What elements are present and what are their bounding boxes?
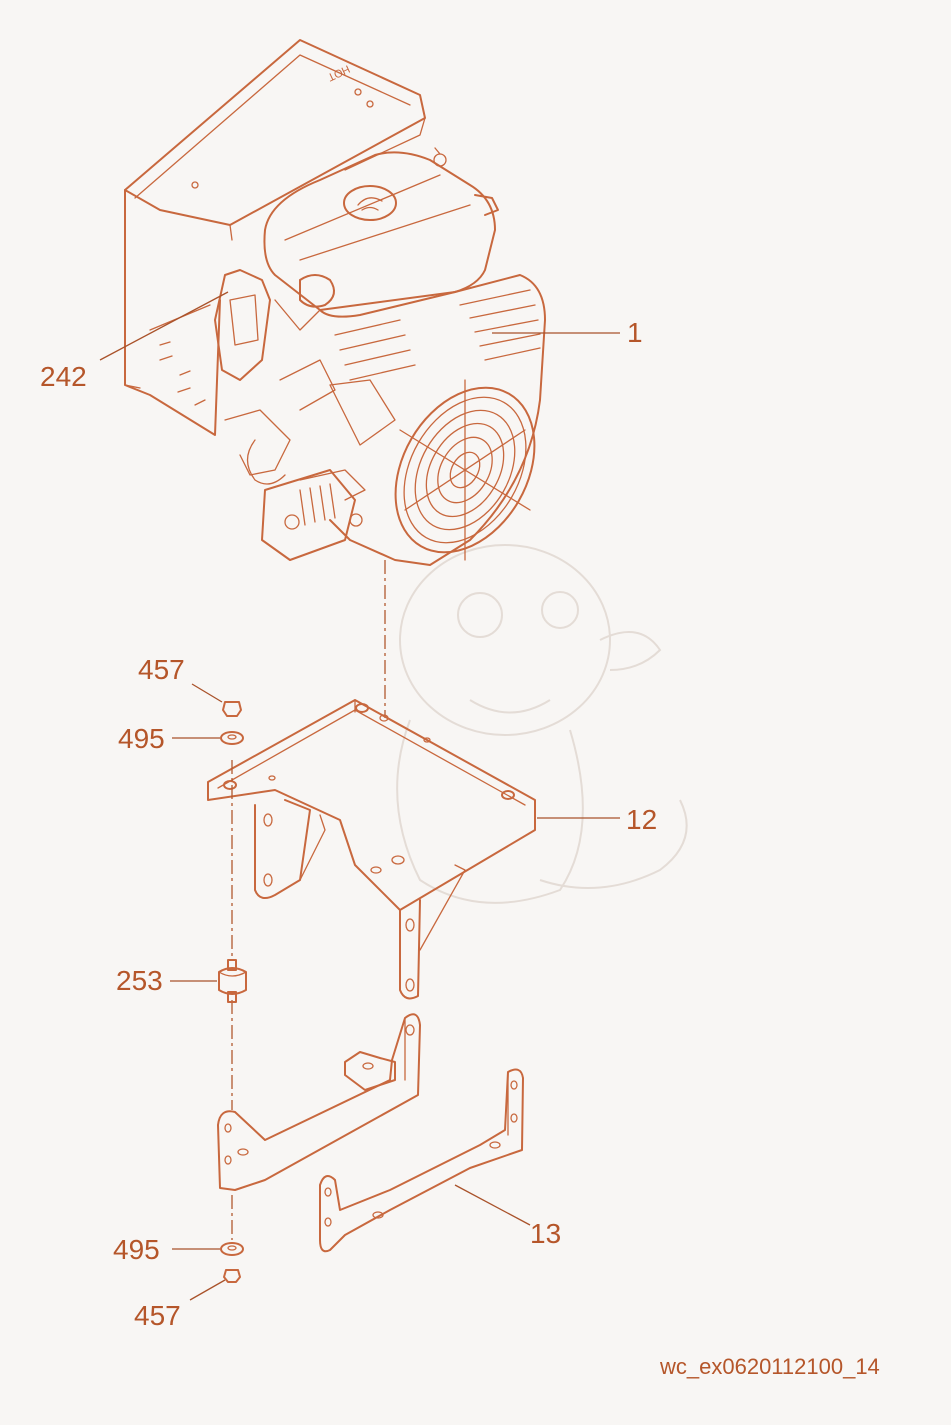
svg-text:HOT: HOT	[325, 62, 351, 83]
nut-top	[222, 701, 242, 717]
lower-mount-bracket	[217, 1013, 421, 1191]
engine-part: HOT	[124, 39, 546, 566]
callout-495-bottom: 495	[113, 1234, 160, 1265]
watermark-illustration	[396, 544, 688, 904]
callout-457-bottom: 457	[134, 1300, 181, 1331]
callout-457-bottom-leader	[189, 1279, 226, 1301]
callout-457-top-leader	[191, 683, 223, 703]
washer-top	[220, 731, 244, 745]
mounting-plate-part	[207, 699, 536, 1000]
hot-label-icon: HOT	[325, 62, 351, 83]
callout-13-leader	[454, 1184, 531, 1226]
rubber-isolator-mount	[218, 959, 247, 1003]
callout-242: 242	[40, 361, 87, 392]
support-bracket-part	[319, 1068, 524, 1253]
callout-457-top: 457	[138, 654, 185, 685]
callout-495-top: 495	[118, 723, 165, 754]
callout-1: 1	[627, 317, 643, 348]
callout-12: 12	[626, 804, 658, 835]
washer-bottom	[220, 1242, 244, 1256]
callout-253: 253	[116, 965, 163, 996]
diagram-reference-id: wc_ex0620112100_14	[660, 1354, 880, 1379]
callout-242-leader	[99, 291, 229, 361]
callout-13: 13	[530, 1218, 562, 1249]
nut-bottom	[223, 1269, 241, 1283]
